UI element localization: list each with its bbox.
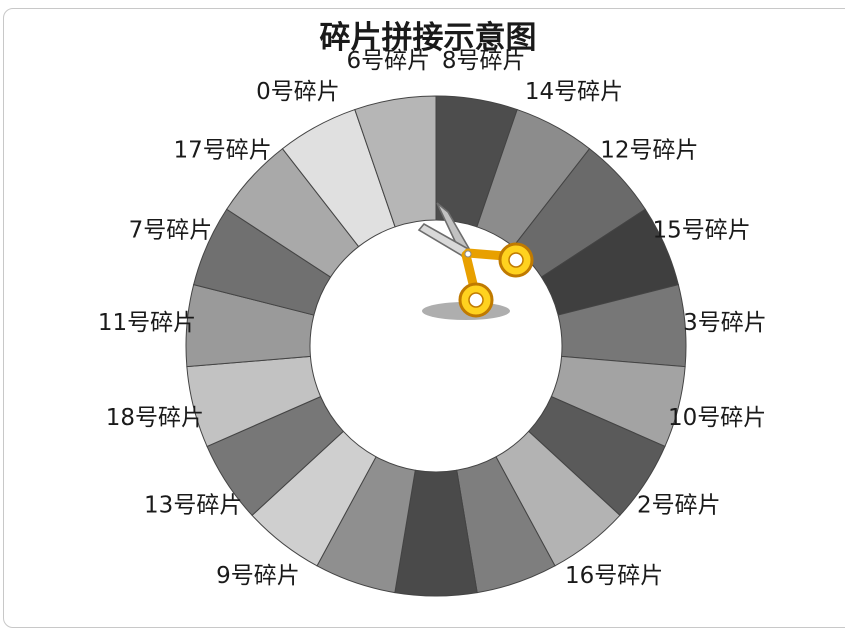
- slice-label-12: 13号碎片: [144, 493, 242, 519]
- slice-label-13: 18号碎片: [106, 405, 204, 431]
- slice-label-5: 10号碎片: [668, 405, 766, 431]
- slice-label-1: 14号碎片: [525, 79, 623, 105]
- doughnut-chart: 碎片拼接示意图 8号碎片 14号碎片 12号碎片 15号碎片 3号碎片 10号碎片 2号碎片…: [98, 20, 767, 597]
- slices-group: [185, 95, 687, 597]
- slice-label-17: 0号碎片: [256, 79, 340, 105]
- slice-label-11: 9号碎片: [216, 563, 300, 589]
- labels-group: 8号碎片14号碎片12号碎片15号碎片3号碎片10号碎片2号碎片16号碎片1号碎…: [98, 48, 767, 589]
- slice-label-14: 11号碎片: [98, 310, 196, 336]
- scissors-icon: [417, 202, 534, 320]
- slice-label-6: 2号碎片: [637, 493, 721, 519]
- slice-label-15: 7号碎片: [129, 218, 213, 244]
- slice-label-7: 16号碎片: [565, 563, 663, 589]
- slice-label-16: 17号碎片: [173, 138, 271, 164]
- slice-label-3: 15号碎片: [652, 218, 750, 244]
- slice-18: [354, 95, 437, 228]
- slice-label-2: 12号碎片: [600, 138, 698, 164]
- chart-title: 碎片拼接示意图: [320, 20, 537, 56]
- slice-label-4: 3号碎片: [683, 310, 767, 336]
- slice-label-0: 8号碎片: [442, 48, 526, 74]
- window-top-strip: [0, 0, 845, 8]
- slice-label-18: 6号碎片: [346, 48, 430, 74]
